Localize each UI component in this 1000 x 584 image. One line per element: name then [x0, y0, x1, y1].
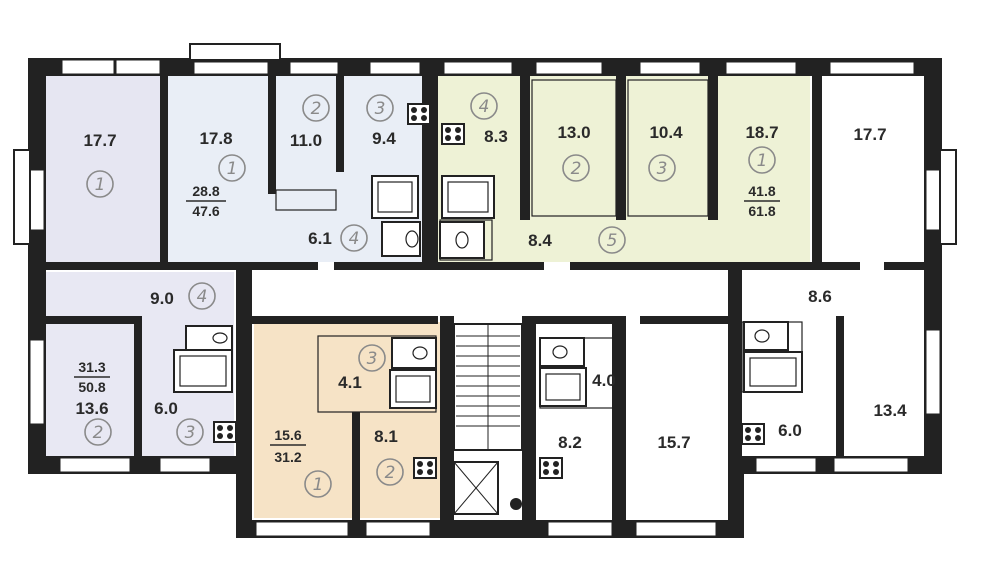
svg-text:1: 1	[313, 475, 324, 495]
room-area: 13.4	[873, 401, 907, 420]
stove-icon	[441, 123, 465, 145]
room-number: 3	[176, 418, 204, 446]
balcony-top	[189, 43, 281, 61]
svg-text:4: 4	[349, 229, 360, 249]
room-number: 4	[470, 92, 498, 120]
room-number: 2	[84, 418, 112, 446]
room-area: 9.0	[150, 289, 174, 308]
room-area: 17.8	[199, 129, 232, 148]
svg-text:3: 3	[375, 99, 386, 119]
stove-icon	[413, 457, 437, 479]
svg-text:3: 3	[185, 423, 196, 443]
room-area: 13.6	[75, 399, 108, 418]
bathtub	[371, 175, 419, 219]
room-area: 8.6	[808, 287, 832, 306]
garbage-chute	[510, 498, 522, 510]
total-area: 50.8	[78, 379, 105, 395]
room-number: 3	[366, 94, 394, 122]
living-area: 28.8	[192, 183, 219, 199]
living-area: 15.6	[274, 427, 301, 443]
svg-text:3: 3	[367, 349, 378, 369]
stove-icon	[213, 421, 237, 443]
interior-walls	[46, 76, 924, 520]
total-area: 31.2	[274, 449, 301, 465]
room-area: 13.0	[557, 123, 590, 142]
room-number: 3	[358, 344, 386, 372]
room-area: 6.0	[154, 399, 178, 418]
living-area: 31.3	[78, 359, 105, 375]
toilet	[743, 321, 789, 351]
room-number: 2	[302, 94, 330, 122]
room-number: 1	[218, 154, 246, 182]
room-number: 2	[562, 154, 590, 182]
toilet	[391, 337, 437, 369]
room-area: 9.4	[372, 129, 396, 148]
svg-text:2: 2	[311, 99, 322, 119]
stove-icon	[741, 423, 765, 445]
room-area: 17.7	[83, 131, 116, 150]
bathtub	[173, 349, 233, 393]
svg-text:1: 1	[757, 151, 768, 171]
room-area: 17.7	[853, 125, 886, 144]
room-area: 6.1	[308, 229, 332, 248]
svg-text:1: 1	[227, 159, 238, 179]
stove-icon	[539, 457, 563, 479]
room-number: 2	[376, 458, 404, 486]
room-area: 8.3	[484, 127, 508, 146]
windows	[29, 59, 941, 537]
svg-text:1: 1	[95, 175, 106, 195]
room-number: 1	[748, 146, 776, 174]
svg-text:2: 2	[571, 159, 582, 179]
living-area: 41.8	[748, 183, 775, 199]
room-number: 4	[188, 282, 216, 310]
apartment-top-blue-fill	[166, 76, 422, 262]
svg-text:3: 3	[657, 159, 668, 179]
svg-text:4: 4	[479, 97, 490, 117]
svg-text:2: 2	[385, 463, 396, 483]
room-area: 15.7	[657, 433, 690, 452]
svg-text:4: 4	[197, 287, 208, 307]
room-area: 8.1	[374, 427, 398, 446]
stove-icon	[407, 103, 431, 125]
room-area: 10.4	[649, 123, 683, 142]
room-area: 8.4	[528, 231, 552, 250]
total-area: 61.8	[748, 203, 775, 219]
stairwell	[453, 323, 523, 515]
room-area: 18.7	[745, 123, 778, 142]
room-number: 5	[598, 226, 626, 254]
room-area: 6.0	[778, 421, 802, 440]
svg-text:5: 5	[607, 231, 618, 251]
room-number: 4	[340, 224, 368, 252]
bathtub	[441, 175, 495, 219]
toilet	[185, 325, 233, 351]
balcony-right	[939, 149, 957, 245]
fixtures	[173, 103, 803, 479]
apartment-top-left-fill	[46, 76, 164, 264]
svg-text:2: 2	[93, 423, 104, 443]
room-area: 4.0	[592, 371, 616, 390]
room-area: 8.2	[558, 433, 582, 452]
room-number: 1	[86, 170, 114, 198]
area-labels: 17.7 17.8 28.8 47.6 11.0 9.4 6.1 8.3 13.…	[74, 123, 907, 465]
balcony-left	[13, 149, 31, 245]
total-area: 47.6	[192, 203, 219, 219]
room-area: 11.0	[290, 131, 322, 150]
room-number: 3	[648, 154, 676, 182]
room-number-markers: 1 1 2 3 4 4 2 3 1 5 4 2 3 3 2 1	[84, 92, 776, 498]
room-area: 4.1	[338, 373, 362, 392]
toilet	[381, 221, 421, 257]
toilet	[439, 221, 485, 259]
bathtub	[743, 351, 803, 393]
toilet	[539, 337, 585, 367]
room-number: 1	[304, 470, 332, 498]
